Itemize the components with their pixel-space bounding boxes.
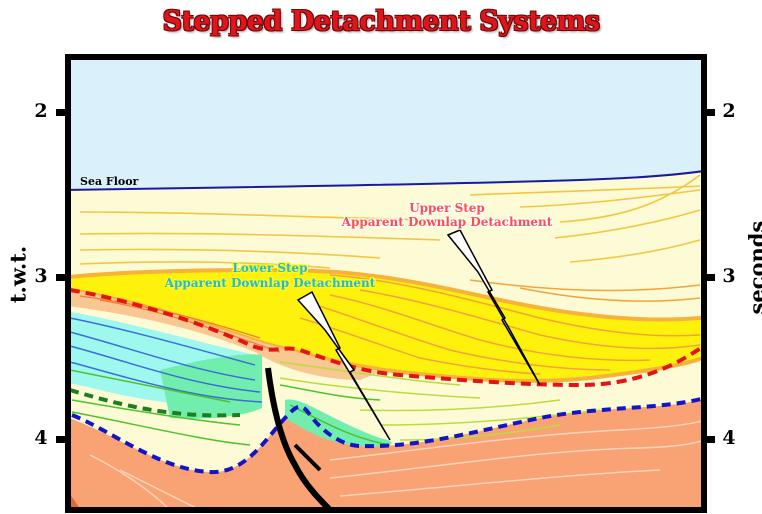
diagram-frame — [65, 54, 707, 513]
right-tick-mark-4 — [705, 436, 715, 443]
diagram-title: Stepped Detachment Systems — [162, 6, 600, 37]
lower-step-label-line2: Apparent Downlap Detachment — [164, 276, 376, 290]
left-tick-mark-3 — [56, 274, 66, 281]
thrust-fault-splay — [293, 443, 322, 472]
lower-detachment-line — [71, 396, 704, 475]
basement-corner — [68, 491, 81, 510]
section-fill — [68, 57, 704, 510]
right-tick-mark-3 — [705, 274, 715, 281]
left-tick-label-2: 2 — [34, 100, 48, 122]
sea-floor-label: Sea Floor — [80, 175, 139, 188]
upper-detachment-line — [69, 288, 704, 388]
thrust-fault — [265, 367, 335, 510]
right-tick-label-2: 2 — [722, 100, 736, 122]
left-tick-label-4: 4 — [34, 427, 48, 449]
upper-reflectors — [79, 174, 701, 269]
growth-fault-lower — [296, 290, 391, 441]
left-tick-mark-4 — [56, 436, 66, 443]
right-tick-mark-2 — [705, 109, 715, 116]
right-tick-label-3: 3 — [722, 265, 736, 287]
upper-step-label-line1: Upper Step — [409, 201, 485, 215]
green-lens-right — [285, 399, 392, 447]
lower-step-label-line1: Lower Step — [232, 261, 307, 275]
cyan-reflectors — [69, 317, 263, 403]
left-tick-mark-2 — [56, 109, 66, 116]
middle-reflectors — [279, 361, 601, 441]
growth-fault-upper — [446, 229, 541, 386]
left-tick-label-3: 3 — [34, 265, 48, 287]
green-reflectors — [69, 369, 391, 446]
right-tick-label-4: 4 — [722, 427, 736, 449]
upper-step-reflectors — [299, 274, 701, 375]
sea-floor-line — [68, 169, 704, 191]
basement-reflectors — [89, 419, 704, 510]
green-lens — [160, 354, 262, 419]
middle-detachment-line — [69, 388, 241, 418]
upper-step-label-line2: Apparent Downlap Detachment — [341, 215, 553, 229]
